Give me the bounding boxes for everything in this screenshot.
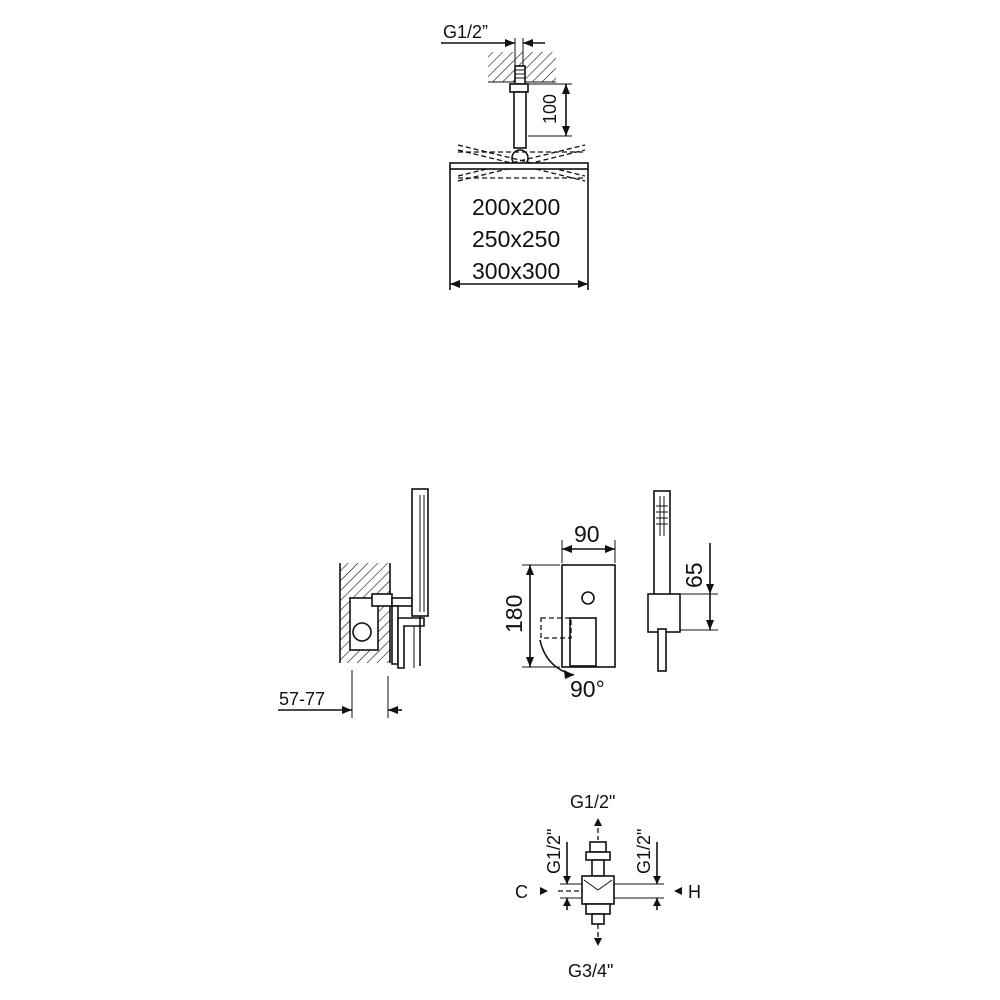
bottom-outlet-label: G3/4": [568, 961, 613, 981]
ceiling-shower-view: G1/2” 100 200x200 250x250 300x300: [441, 22, 589, 290]
outlet-connector: [371, 593, 393, 607]
cold-label: C: [515, 882, 528, 902]
shower-arm: [513, 91, 527, 149]
left-inlet-label: G1/2": [544, 829, 564, 874]
top-outlet-label: G1/2": [570, 792, 615, 812]
bottom-outlet: [591, 913, 605, 925]
wall-bracket: [647, 593, 681, 633]
embedded-valve: [352, 622, 372, 642]
thread-label: G1/2”: [443, 22, 488, 42]
head-size-1: 200x200: [472, 194, 560, 220]
cover-plate-side: [391, 605, 399, 665]
head-size-3: 300x300: [472, 258, 560, 284]
rotation-label: 90°: [570, 676, 605, 702]
wall-depth-label: 57-77: [279, 689, 325, 709]
hot-label: H: [688, 882, 701, 902]
arm-length-label: 100: [540, 94, 560, 124]
mixer-front-view: 90 180 90°: [501, 521, 616, 702]
mixer-side-section: 57-77: [278, 488, 429, 718]
lever-side: [397, 617, 425, 669]
mixer-lever: [569, 617, 597, 667]
right-inlet-label: G1/2": [634, 829, 654, 874]
shower-head: [449, 162, 589, 170]
arm-flange: [509, 83, 529, 93]
head-size-2: 250x250: [472, 226, 560, 252]
hand-shower-bracket-view: 65: [647, 490, 718, 672]
diverter-button: [581, 591, 595, 605]
hose-connector: [657, 628, 667, 672]
valve-body-view: G1/2" G3/4" G1/2" C G1/2" H: [515, 792, 701, 981]
bracket-offset-label: 65: [681, 562, 707, 588]
mixer-height-label: 180: [501, 595, 527, 633]
mixer-width-label: 90: [574, 521, 600, 547]
thread-connector: [514, 65, 526, 85]
lever-rotated: [540, 617, 572, 639]
top-outlet: [589, 841, 607, 853]
